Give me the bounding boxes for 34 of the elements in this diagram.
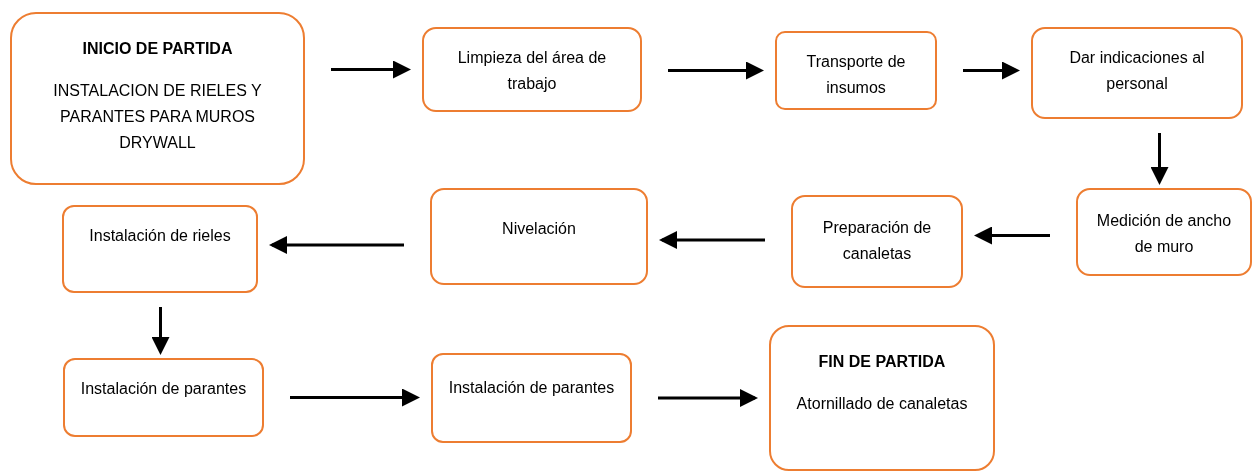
- process-box: [431, 353, 632, 443]
- process-box: [769, 325, 995, 471]
- process-box: [62, 205, 258, 293]
- arrow: [151, 307, 170, 355]
- process-box: [422, 27, 642, 112]
- arrow: [974, 226, 1050, 245]
- box-heading: INICIO DE PARTIDA: [82, 39, 233, 59]
- arrow: [1150, 133, 1169, 185]
- box-text: Medición de ancho de muro: [1095, 211, 1233, 257]
- process-box: [775, 31, 937, 110]
- arrow: [963, 61, 1020, 80]
- box-text: Preparación de canaletas: [821, 218, 933, 264]
- box-text: Instalación de parantes: [448, 378, 615, 398]
- arrow: [668, 61, 764, 80]
- process-box: [791, 195, 963, 288]
- box-text: Transporte de insumos: [805, 52, 907, 98]
- process-box: [63, 358, 264, 437]
- box-text: INSTALACION DE RIELES Y PARANTES PARA MUROS DRYWALL: [52, 81, 263, 153]
- arrow: [659, 231, 765, 249]
- box-text: Nivelación: [502, 219, 576, 239]
- box-text: Instalación de rieles: [89, 226, 231, 246]
- box-text: Dar indicaciones al personal: [1068, 48, 1206, 94]
- box-text: Limpieza del área de trabajo: [456, 48, 608, 94]
- process-box: [430, 188, 648, 285]
- process-box: [1031, 27, 1243, 119]
- process-box: [1076, 188, 1252, 276]
- arrow: [290, 388, 420, 407]
- box-text: Instalación de parantes: [80, 379, 247, 399]
- arrow: [331, 60, 411, 79]
- arrow: [269, 236, 404, 254]
- box-text: Atornillado de canaletas: [796, 394, 968, 414]
- box-heading: FIN DE PARTIDA: [818, 352, 946, 372]
- arrow: [658, 389, 758, 407]
- process-box: [10, 12, 305, 185]
